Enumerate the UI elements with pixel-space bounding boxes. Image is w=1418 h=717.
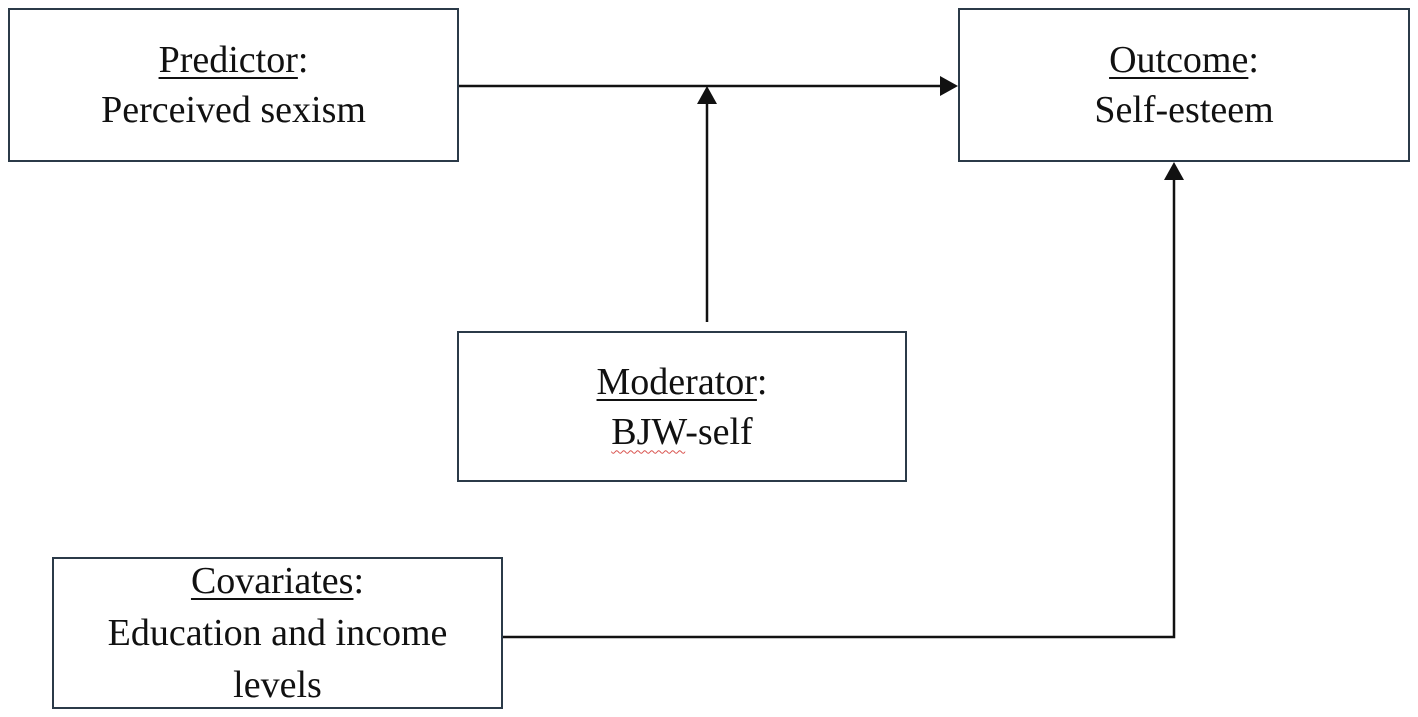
predictor-text: Perceived sexism (101, 89, 366, 131)
predictor-heading-colon: : (297, 39, 309, 81)
moderator-heading-label: Moderator (596, 360, 757, 403)
outcome-box: Outcome: Self-esteem (958, 8, 1410, 162)
moderator-text: BJW-self (611, 407, 752, 457)
covariates-heading-colon: : (353, 560, 365, 602)
predictor-box: Predictor: Perceived sexism (8, 8, 459, 162)
predictor-to-outcome-arrowhead (940, 76, 958, 96)
covariates-box: Covariates: Education and income levels (52, 557, 503, 709)
moderator-heading-colon: : (756, 360, 768, 403)
predictor-heading: Predictor: (159, 35, 309, 85)
spellcheck-flagged-word[interactable]: BJW (611, 410, 686, 453)
covariates-to-outcome-arrow (503, 176, 1176, 639)
covariates-heading: Covariates: (191, 555, 364, 607)
predictor-heading-label: Predictor (158, 39, 298, 81)
outcome-text: Self-esteem (1094, 89, 1274, 131)
outcome-heading-colon: : (1248, 39, 1259, 81)
covariates-to-outcome-arrowhead (1164, 162, 1184, 180)
outcome-heading-label: Outcome (1109, 39, 1249, 81)
moderator-to-path-arrowhead (697, 86, 717, 104)
moderator-text-rest: -self (685, 410, 753, 453)
covariates-heading-label: Covariates (190, 560, 354, 602)
moderator-box: Moderator: BJW-self (457, 331, 907, 482)
covariates-text: Education and income levels (107, 612, 448, 706)
moderator-heading: Moderator: (597, 357, 768, 407)
outcome-heading: Outcome: (1109, 35, 1259, 85)
